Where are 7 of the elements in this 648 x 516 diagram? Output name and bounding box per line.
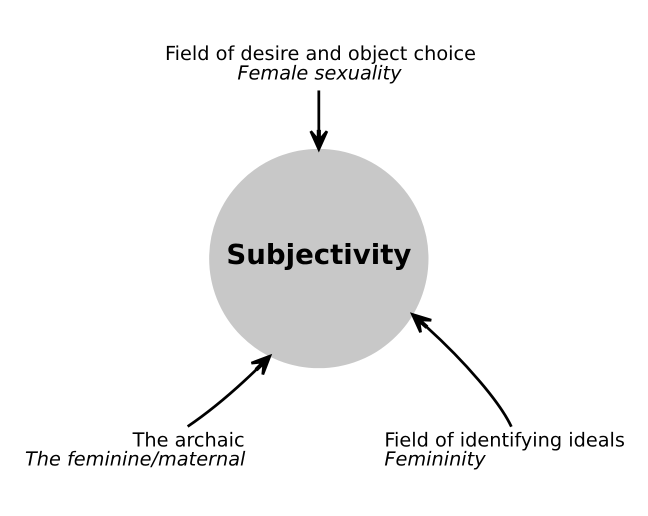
arrow [186,354,272,428]
node-circle: Subjectivity [209,148,428,368]
node-text: Field of identifying ideals Femininity [384,428,625,470]
node-text: Field of desire and object choice Female sexuality [165,42,476,84]
node-text: The archaic The feminine/maternal [24,428,246,470]
arrow [411,312,513,427]
arrow [309,90,328,150]
